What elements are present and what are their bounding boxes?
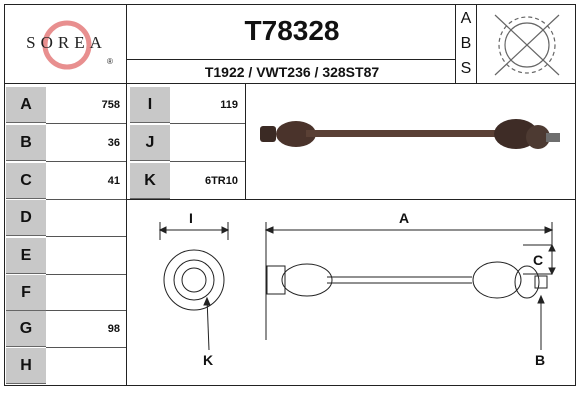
row-divider [46, 236, 126, 237]
row-value-j [172, 125, 244, 161]
technical-drawing [158, 222, 556, 351]
row-value-b: 36 [107, 137, 120, 149]
abs-letter-a: A [456, 9, 476, 29]
row-letter-a: A [6, 87, 46, 123]
row-divider [46, 123, 126, 124]
dim-label-c: C [533, 252, 544, 268]
row-letter-e: E [6, 238, 46, 274]
row-letter-c: C [6, 163, 46, 199]
row-divider [46, 274, 126, 275]
abs-ring-box [476, 4, 576, 84]
row-value-f [50, 275, 126, 311]
row-letter-j: J [130, 125, 170, 161]
row-value-i: 119 [220, 99, 238, 111]
dim-label-a: A [399, 210, 410, 226]
row-value-g: 98 [107, 323, 120, 335]
row-letter-h: H [6, 348, 46, 384]
row-divider [46, 347, 126, 348]
sorea-logo [42, 20, 92, 70]
title-divider [127, 59, 457, 60]
row-divider [170, 123, 245, 124]
row-letter-i: I [130, 87, 170, 123]
dim-label-i: I [189, 210, 193, 226]
row-value-c: 41 [107, 175, 120, 187]
row-letter-g: G [6, 311, 46, 347]
registered-mark: ® [107, 57, 113, 66]
cross-references: T1922 / VWT236 / 328ST87 [204, 64, 380, 80]
row-divider [46, 199, 126, 200]
row-letter-k: K [130, 163, 170, 199]
row-value-k: 6TR10 [204, 175, 238, 187]
dim-label-k: K [203, 352, 214, 368]
abs-box: A B S [455, 4, 477, 84]
logo-text: SOREA [26, 33, 107, 52]
abs-letter-b: B [456, 34, 476, 54]
logo-box: SOREA ® [4, 4, 127, 84]
drive-shaft-photo [260, 119, 560, 149]
dim-label-b: B [535, 352, 546, 368]
product-photo-box [245, 83, 576, 200]
row-value-a: 758 [101, 99, 120, 111]
part-number: T78328 [244, 15, 340, 46]
abs-letter-s: S [456, 59, 476, 79]
technical-drawing-box: I A C K B [126, 199, 576, 386]
title-box: T78328 T1922 / VWT236 / 328ST87 [126, 4, 457, 84]
row-divider [46, 310, 126, 311]
row-value-h [50, 348, 126, 384]
abs-ring-crossed-icon [494, 14, 560, 76]
row-divider [46, 161, 126, 162]
row-divider [170, 161, 245, 162]
row-letter-d: D [6, 200, 46, 236]
row-letter-f: F [6, 275, 46, 311]
row-letter-b: B [6, 125, 46, 161]
row-value-d [50, 200, 126, 236]
row-value-e [50, 238, 126, 274]
